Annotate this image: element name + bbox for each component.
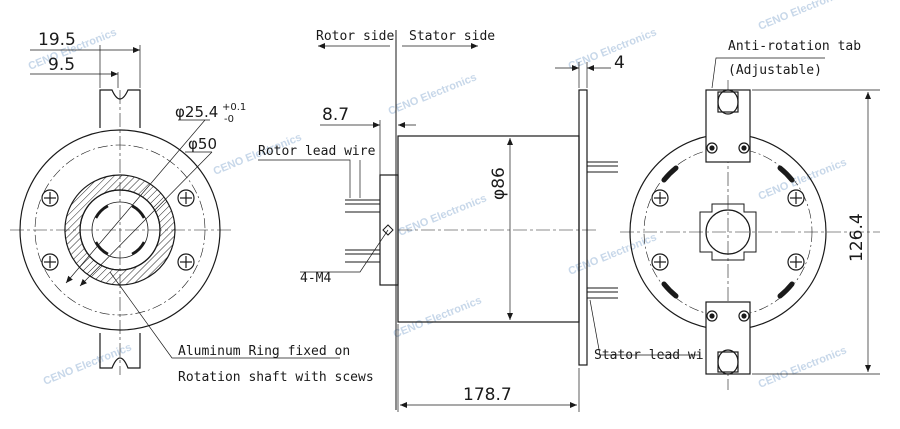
leader-aluminum-ring — [109, 271, 340, 359]
rotor-lead-wires — [345, 199, 380, 263]
watermark: CENO Electronics — [757, 344, 849, 390]
dim-phi50: φ50 — [188, 135, 217, 153]
stator-end-view — [620, 57, 880, 390]
watermark: CENO Electronics — [42, 341, 134, 387]
slot-mark — [94, 204, 109, 219]
leader-phi25 — [65, 119, 206, 284]
watermark: CENO Electronics — [567, 231, 659, 277]
stator-lead-wires — [587, 161, 618, 299]
anti-rotation-tab-top — [705, 89, 751, 163]
watermark: CENO Electronics — [387, 71, 479, 117]
inner-slot-circle — [91, 201, 149, 259]
screw — [651, 253, 669, 271]
dim-phi25-tol-upper: +0.1 — [222, 102, 246, 113]
stator-keyed-hole — [699, 203, 757, 261]
screw — [787, 253, 805, 271]
rotor-lead-wire-label: Rotor lead wire — [258, 144, 376, 159]
aluminum-ring-label-line2: Rotation shaft with scews — [178, 370, 374, 385]
dim-phi25: φ25.4 — [175, 103, 218, 121]
dim-126-4: 126.4 — [847, 213, 867, 262]
rotor-side-label: Rotor side — [316, 29, 394, 44]
dim-19-5: 19.5 — [38, 30, 76, 50]
dim-4: 4 — [614, 53, 625, 73]
bore-circle — [79, 189, 161, 271]
top-tab — [99, 89, 141, 128]
slot-mark — [94, 241, 109, 256]
stator-lead-wire-label: Stator lead wire — [594, 348, 719, 363]
dim-phi86: φ86 — [489, 167, 509, 200]
stator-flange — [578, 89, 588, 366]
slot-mark — [131, 241, 146, 256]
dim-phi25-tol-lower: -0 — [224, 114, 234, 125]
dim-9-5: 9.5 — [48, 55, 75, 75]
bolt-circle — [34, 144, 206, 316]
watermark: CENO Electronics — [392, 294, 484, 340]
rotor-flange — [379, 174, 399, 286]
rotor-end-view — [10, 45, 340, 375]
screw — [41, 189, 59, 207]
adjustable-label: (Adjustable) — [728, 63, 822, 78]
dim-178-7: 178.7 — [463, 385, 512, 405]
flange-outline — [19, 129, 221, 331]
stator-side-label: Stator side — [409, 29, 495, 44]
watermark: CENO Electronics — [567, 26, 659, 72]
leader-phi50 — [79, 151, 213, 287]
bottom-tab — [99, 333, 141, 369]
watermark: CENO Electronics — [757, 156, 849, 202]
screw — [41, 253, 59, 271]
screw — [177, 253, 195, 271]
slot-mark — [131, 204, 146, 219]
aluminum-ring-label-line1: Aluminum Ring fixed on — [178, 344, 350, 359]
screw — [651, 189, 669, 207]
watermark: CENO Electronics — [757, 0, 849, 33]
screws-label: 4-M4 — [300, 271, 331, 286]
dim-8-7: 8.7 — [322, 105, 349, 125]
leader-4m4 — [300, 229, 389, 273]
anti-rotation-tab-label: Anti-rotation tab — [728, 39, 861, 54]
screw — [787, 189, 805, 207]
stator-bore — [705, 209, 751, 255]
side-view — [258, 30, 700, 412]
watermark: CENO Electronics — [397, 192, 489, 238]
anti-rotation-tab-bottom — [705, 301, 751, 375]
leader-stator-lead — [589, 299, 700, 356]
leader-anti-rotation-tab — [711, 57, 825, 89]
screw — [177, 189, 195, 207]
